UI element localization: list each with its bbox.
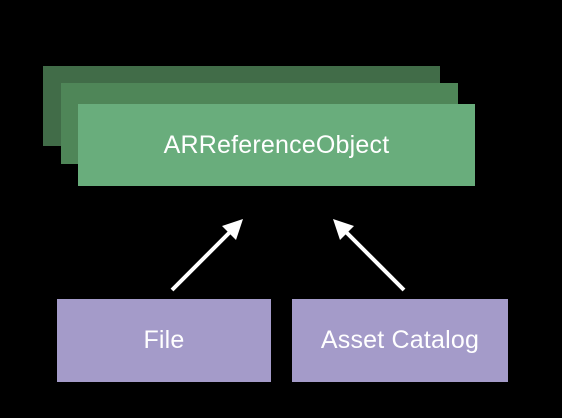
arrow-asset-catalog-to-object: [333, 219, 406, 292]
ar-reference-object-box: ARReferenceObject: [78, 104, 475, 186]
ar-reference-object-label: ARReferenceObject: [163, 130, 390, 159]
file-source-box: File: [57, 299, 271, 382]
asset-catalog-source-label: Asset Catalog: [320, 326, 480, 354]
asset-catalog-source-box: Asset Catalog: [292, 299, 508, 382]
file-source-label: File: [143, 326, 185, 354]
arrow-file-to-object: [170, 219, 243, 292]
